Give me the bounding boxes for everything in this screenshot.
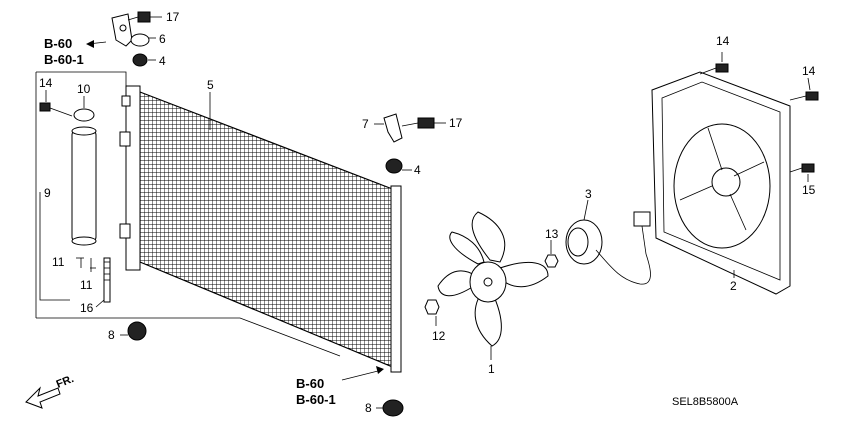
- nut-12: [424, 299, 440, 315]
- callout-5: 5: [207, 78, 214, 92]
- callout-8-left: 8: [108, 328, 115, 342]
- callout-9: 9: [44, 186, 51, 200]
- callout-8-bottom: 8: [365, 401, 372, 415]
- cushion-4-top: [132, 53, 148, 67]
- callout-1: 1: [488, 362, 495, 376]
- callout-14-left: 14: [39, 76, 53, 90]
- callout-4-top: 4: [159, 54, 166, 68]
- callout-17-top: 17: [166, 10, 180, 24]
- fan-blade: [437, 211, 549, 347]
- mid-bracket: [383, 113, 435, 174]
- callout-6: 6: [159, 32, 166, 46]
- reference-labels: B-60 B-60-1 B-60 B-60-1: [44, 36, 336, 407]
- ref-bottom-b60: B-60: [296, 376, 324, 391]
- bolt-17-top: [137, 11, 151, 23]
- ref-bottom-b60-1: B-60-1: [296, 392, 336, 407]
- receiver-dryer: [39, 102, 111, 303]
- bolt-17-mid: [417, 117, 435, 129]
- dryer-cap-10: [73, 108, 95, 122]
- callout-7: 7: [362, 117, 369, 131]
- diagram-code: SEL8B5800A: [672, 396, 739, 408]
- condenser: [119, 85, 402, 373]
- fan-motor: [565, 211, 651, 285]
- condenser-left-tank: [125, 85, 141, 271]
- callout-11-a: 11: [52, 255, 65, 269]
- ref-top-b60-1: B-60-1: [44, 52, 84, 67]
- nut-13: [544, 254, 559, 268]
- callout-12: 12: [432, 329, 446, 343]
- callout-3: 3: [585, 187, 592, 201]
- callout-4-mid: 4: [414, 163, 421, 177]
- callout-2: 2: [730, 279, 737, 293]
- callout-11-b: 11: [80, 278, 93, 292]
- callout-10: 10: [77, 82, 91, 96]
- bolt-14-shroud-a: [715, 63, 729, 73]
- cushion-8-bottom: [382, 399, 404, 417]
- callout-17-mid: 17: [449, 116, 463, 130]
- bolt-15: [801, 163, 815, 173]
- front-direction-arrow: [25, 386, 61, 409]
- callout-15: 15: [802, 183, 816, 197]
- cushion-8-left: [127, 321, 147, 341]
- callout-labels: 17 6 4 5 7 17 4 10 14 9 11 11 16 8 8 12 …: [39, 10, 816, 415]
- leader-lines: [45, 16, 811, 409]
- callout-14-shroud-a: 14: [716, 34, 730, 48]
- bolt-14-left: [39, 102, 51, 112]
- ref-top-b60: B-60: [44, 36, 72, 51]
- motor-connector: [633, 211, 651, 227]
- front-direction-label: FR.: [55, 373, 76, 391]
- callout-16: 16: [80, 301, 94, 315]
- washer-6: [130, 33, 150, 47]
- callout-13: 13: [545, 227, 559, 241]
- callout-14-shroud-b: 14: [802, 64, 816, 78]
- upper-bracket: [111, 11, 151, 67]
- condenser-right-tank: [390, 185, 402, 373]
- bolt-14-shroud-b: [805, 91, 819, 101]
- fan-shroud: [651, 63, 819, 295]
- cushion-4-mid: [385, 158, 403, 174]
